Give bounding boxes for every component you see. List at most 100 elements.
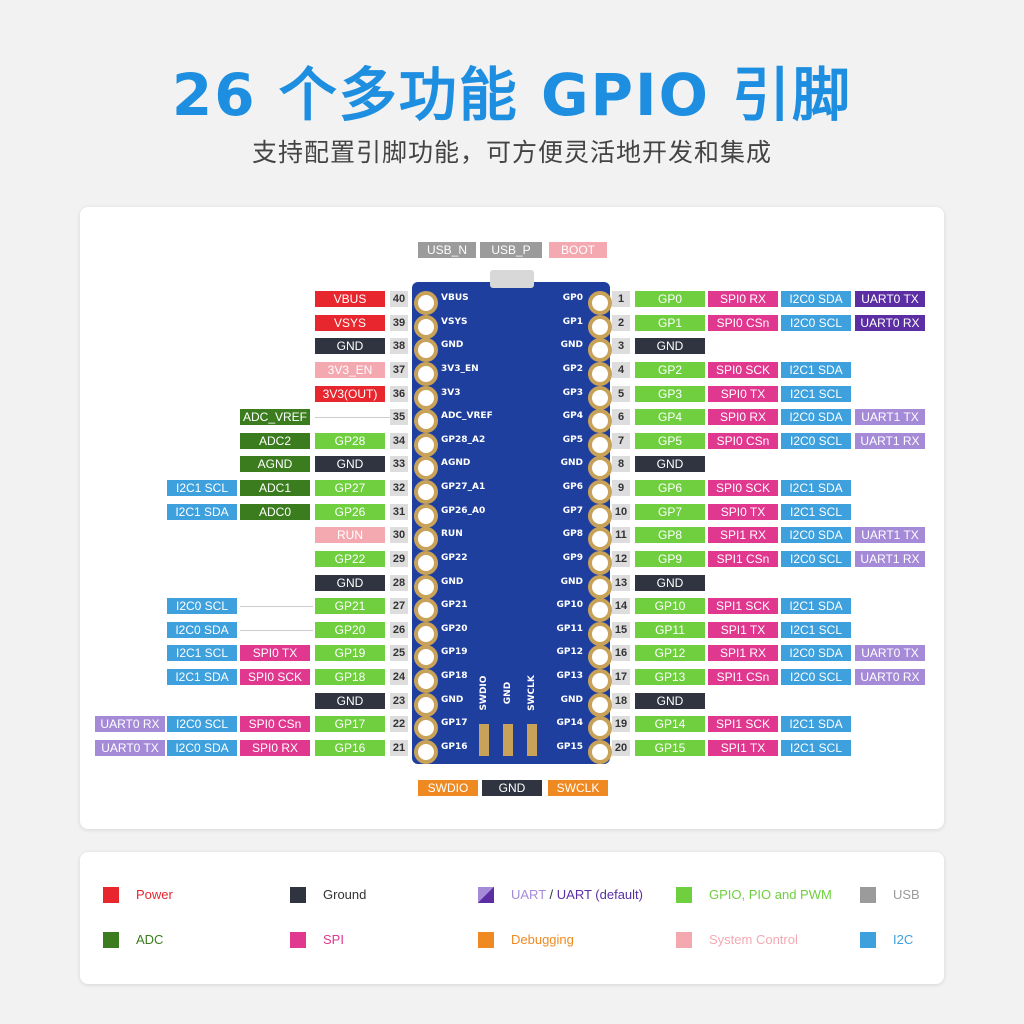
pin-function-gpio: GP14 — [635, 716, 705, 732]
pin-pad — [414, 740, 438, 764]
pin-number: 24 — [390, 669, 408, 685]
connector-line — [315, 417, 390, 418]
pin-function-i2c: I2C0 SDA — [781, 645, 851, 661]
top-label-usb_p: USB_P — [480, 242, 542, 258]
pin-pad — [414, 527, 438, 551]
legend-label-text: USB — [893, 887, 920, 902]
board-pin-label: GP16 — [441, 742, 468, 752]
board-debug-label: SWCLK — [527, 675, 537, 711]
legend-label-text: System Control — [709, 932, 798, 947]
pin-number: 37 — [390, 362, 408, 378]
sysctl-swatch-icon — [676, 932, 692, 948]
ground-swatch-icon — [290, 887, 306, 903]
board-pin-label: GP3 — [562, 388, 583, 398]
board-pin-label: GP12 — [556, 647, 583, 657]
pin-function-i2c: I2C0 SCL — [781, 669, 851, 685]
power-swatch-icon — [103, 887, 119, 903]
board-pin-label: 3V3_EN — [441, 364, 479, 374]
pin-function-ground: GND — [635, 575, 705, 591]
pin-pad — [414, 716, 438, 740]
board-pin-label: VBUS — [441, 293, 469, 303]
pin-function-i2c: I2C0 SDA — [781, 527, 851, 543]
legend-label-text: Power — [136, 887, 173, 902]
top-label-usb_n: USB_N — [418, 242, 476, 258]
pin-pad — [588, 598, 612, 622]
board-pin-label: GP2 — [562, 364, 583, 374]
pin-pad — [414, 693, 438, 717]
gpio-swatch-icon — [676, 887, 692, 903]
pin-function-i2c: I2C0 SCL — [167, 598, 237, 614]
pin-function-ground: GND — [315, 693, 385, 709]
pin-function-i2c: I2C0 SCL — [167, 716, 237, 732]
connector-line — [240, 630, 313, 631]
pin-number: 12 — [612, 551, 630, 567]
pin-number: 26 — [390, 622, 408, 638]
pin-function-spi: SPI1 RX — [708, 527, 778, 543]
board-pin-label: ADC_VREF — [441, 411, 493, 421]
pin-function-i2c: I2C1 SDA — [781, 716, 851, 732]
board-pin-label: GND — [560, 577, 583, 587]
pin-pad — [414, 669, 438, 693]
legend — [80, 852, 944, 984]
pin-function-spi: SPI0 CSn — [708, 433, 778, 449]
pin-function-spi: SPI0 RX — [240, 740, 310, 756]
pin-function-gpio: GP20 — [315, 622, 385, 638]
board-pin-label: GP20 — [441, 624, 468, 634]
legend-label-text-default: UART (default) — [556, 887, 643, 902]
pin-pad — [414, 480, 438, 504]
pin-function-gpio: GP3 — [635, 386, 705, 402]
pin-pad — [588, 622, 612, 646]
pin-function-ground: GND — [635, 338, 705, 354]
pin-function-gpio: GP21 — [315, 598, 385, 614]
pin-pad — [414, 362, 438, 386]
pin-pad — [588, 480, 612, 504]
pin-number: 4 — [612, 362, 630, 378]
pin-number: 15 — [612, 622, 630, 638]
spi-swatch-icon — [290, 932, 306, 948]
board-pin-label: GP28_A2 — [441, 435, 486, 445]
pin-function-i2c: I2C0 SDA — [167, 740, 237, 756]
board-pin-label: GP19 — [441, 647, 468, 657]
pin-function-gpio: GP27 — [315, 480, 385, 496]
pin-pad — [588, 386, 612, 410]
bottom-label-swdio: SWDIO — [418, 780, 478, 796]
board-pin-label: GND — [560, 458, 583, 468]
pin-number: 28 — [390, 575, 408, 591]
legend-label-debug: Debugging — [511, 932, 574, 947]
pin-number: 7 — [612, 433, 630, 449]
pin-number: 32 — [390, 480, 408, 496]
pin-function-i2c: I2C1 SDA — [167, 669, 237, 685]
pin-number: 20 — [612, 740, 630, 756]
pin-function-gpio: GP6 — [635, 480, 705, 496]
board-pin-label: GP8 — [562, 529, 583, 539]
legend-label-usb: USB — [893, 887, 920, 902]
pin-pad — [588, 409, 612, 433]
pin-number: 11 — [612, 527, 630, 543]
pin-function-uart: UART0 TX — [855, 645, 925, 661]
pin-pad — [588, 693, 612, 717]
board-pin-label: GND — [441, 695, 464, 705]
pin-number: 2 — [612, 315, 630, 331]
pin-number: 33 — [390, 456, 408, 472]
legend-label-text: SPI — [323, 932, 344, 947]
pin-pad — [588, 291, 612, 315]
pin-number: 31 — [390, 504, 408, 520]
pin-number: 29 — [390, 551, 408, 567]
pin-function-ground: GND — [635, 693, 705, 709]
pin-function-power: VBUS — [315, 291, 385, 307]
pin-pad — [414, 598, 438, 622]
board-pin-label: GP21 — [441, 600, 468, 610]
board-pin-label: GP27_A1 — [441, 482, 486, 492]
bottom-label-gnd: GND — [482, 780, 542, 796]
pin-function-i2c: I2C1 SCL — [781, 622, 851, 638]
pin-function-gpio: GP11 — [635, 622, 705, 638]
board-pin-label: GP1 — [562, 317, 583, 327]
pin-function-i2c: I2C1 SDA — [781, 598, 851, 614]
pin-pad — [414, 338, 438, 362]
board-pin-label: GP5 — [562, 435, 583, 445]
pin-function-sysctl: 3V3_EN — [315, 362, 385, 378]
board-pin-label: GP0 — [562, 293, 583, 303]
board-pin-label: GP14 — [556, 718, 583, 728]
pin-function-spi: SPI1 CSn — [708, 669, 778, 685]
pin-pad — [414, 386, 438, 410]
